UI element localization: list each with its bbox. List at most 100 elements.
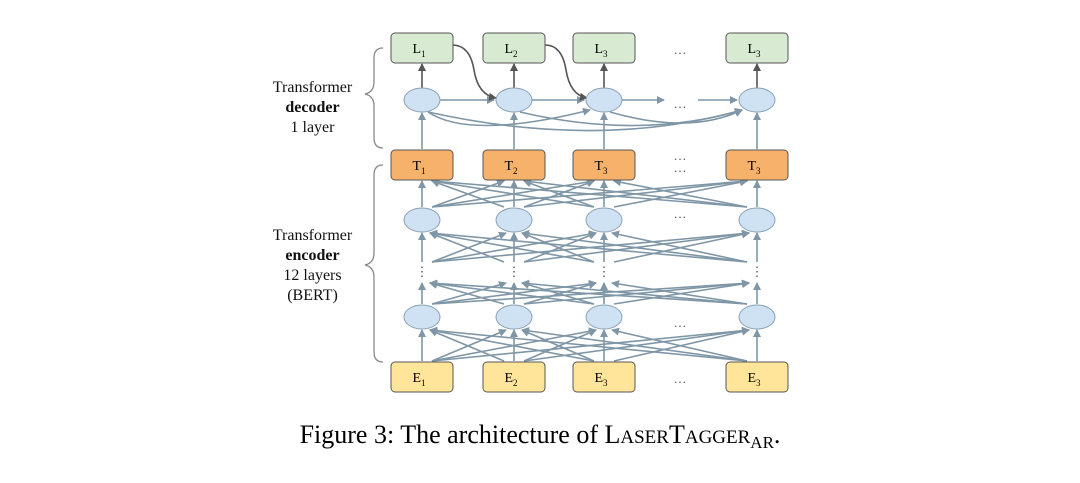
encoder-label-line3: 12 layers: [283, 267, 342, 284]
encoder-label-line4: (BERT): [287, 287, 338, 304]
encoder-brace: [364, 164, 384, 363]
embed-edge-3-0: [429, 326, 748, 362]
decoder-node-2: [585, 87, 623, 113]
decoder-node-3: [738, 87, 776, 113]
output-box-1: [482, 32, 546, 64]
vertical-ellipsis-1: ⋮: [508, 264, 521, 279]
feedback-arc-0: [451, 44, 497, 101]
enc-mid-low-edge-1-0: [429, 281, 505, 305]
output-ellipsis: …: [674, 42, 687, 57]
vertical-ellipsis-0: ⋮: [416, 264, 429, 279]
encoder-top-node-2: [585, 207, 623, 233]
encoder-bottom-node-0: [403, 304, 441, 330]
output-box-0: [390, 32, 454, 64]
output-label-0: L1: [412, 42, 425, 59]
caption-name-sub: AR: [750, 433, 774, 452]
enc-mid-low-edge-3-2: [611, 280, 748, 305]
architecture-diagram: L1T1E1⋮L2T2E2⋮L3T3E3⋮L3T3E3⋮…………………: [364, 32, 789, 393]
caption-name-agger: AGGER: [684, 427, 751, 448]
tag-ellipsis-bottom: …: [674, 160, 687, 175]
enc-mid-high-edge-3-0: [429, 229, 748, 263]
encoder-top-node-0: [403, 207, 441, 233]
output-box-2: [572, 32, 636, 64]
decoder-ellipsis: …: [674, 96, 687, 111]
embed-edge-1-0: [429, 329, 505, 362]
tag-edge-3-1: [523, 177, 748, 208]
embedding-ellipsis: …: [674, 371, 687, 386]
tag-ellipsis-top: …: [674, 148, 687, 163]
tag-box-3: [725, 149, 789, 181]
encoder-label: Transformer encoder 12 layers (BERT): [255, 226, 370, 306]
embedding-label-0: E1: [412, 371, 425, 388]
enc-mid-low-edge-3-0: [429, 279, 748, 305]
decoder-label-line2: decoder: [285, 99, 340, 116]
vertical-ellipsis-2: ⋮: [598, 264, 611, 279]
encoder-bottom-ellipsis: …: [674, 315, 687, 330]
decoder-node-0: [403, 87, 441, 113]
tag-edge-3-2: [613, 178, 748, 208]
tag-label-1: T2: [504, 159, 517, 176]
tag-box-0: [390, 149, 454, 181]
caption-suffix: .: [773, 420, 781, 449]
embed-edge-3-2: [611, 327, 748, 362]
decoder-label-line3: 1 layer: [290, 119, 335, 136]
enc-mid-high-edge-2-1: [521, 231, 595, 263]
caption-prefix: Figure 3: The architecture of: [299, 420, 605, 449]
decoder-brace: [364, 47, 384, 149]
enc-mid-high-edge-2-0: [429, 230, 595, 263]
encoder-label-line2: encoder: [285, 247, 340, 264]
enc-mid-high-edge-3-2: [611, 230, 748, 263]
embedding-label-2: E3: [594, 371, 608, 388]
caption-name-L: L: [604, 420, 621, 449]
diagram-edges: [418, 44, 761, 362]
tag-edge-1-0: [431, 179, 505, 208]
tag-label-3: T3: [747, 159, 761, 176]
output-box-3: [725, 32, 789, 64]
layer-braces: [364, 47, 384, 363]
tag-label-2: T3: [594, 159, 608, 176]
embed-edge-2-0: [429, 327, 595, 362]
tag-label-0: T1: [412, 159, 425, 176]
encoder-top-node-1: [495, 207, 533, 233]
embedding-label-1: E2: [504, 371, 517, 388]
enc-mid-low-edge-3-1: [521, 279, 748, 305]
decoder-label: Transformer decoder 1 layer: [255, 78, 370, 138]
vertical-ellipsis-3: ⋮: [751, 264, 764, 279]
output-label-3: L3: [747, 42, 761, 59]
encoder-bottom-node-2: [585, 304, 623, 330]
diagram-texts: L1T1E1⋮L2T2E2⋮L3T3E3⋮L3T3E3⋮…………………: [412, 42, 763, 388]
embed-edge-3-1: [521, 326, 748, 362]
encoder-bottom-node-3: [738, 304, 776, 330]
decoder-arc-0: [427, 107, 591, 127]
figure-caption: Figure 3: The architecture of LASERTAGGE…: [0, 420, 1080, 453]
enc-mid-low-edge-2-1: [521, 281, 595, 305]
tag-box-1: [482, 149, 546, 181]
tag-box-2: [572, 149, 636, 181]
encoder-top-ellipsis: …: [674, 206, 687, 221]
tag-edge-3-0: [431, 177, 748, 208]
encoder-label-line1: Transformer: [272, 227, 353, 244]
embed-edge-2-1: [521, 329, 595, 362]
decoder-arc-3: [609, 109, 743, 124]
embedding-box-3: [725, 361, 789, 393]
encoder-top-node-3: [738, 207, 776, 233]
enc-mid-high-edge-3-1: [521, 229, 748, 263]
decoder-arc-2: [519, 108, 743, 127]
caption-name-aser: ASER: [620, 427, 669, 448]
embedding-box-0: [390, 361, 454, 393]
feedback-arc-1: [544, 44, 588, 101]
enc-mid-high-edge-1-0: [429, 231, 505, 263]
output-label-2: L3: [594, 42, 608, 59]
output-label-1: L2: [504, 42, 517, 59]
caption-name-T: T: [668, 420, 685, 449]
embedding-box-1: [482, 361, 546, 393]
decoder-label-line1: Transformer: [272, 79, 353, 96]
decoder-node-1: [495, 87, 533, 113]
tag-edge-2-1: [523, 179, 595, 208]
enc-mid-low-edge-2-0: [429, 279, 595, 305]
tag-edge-2-0: [431, 178, 595, 208]
diagram-nodes: [390, 32, 789, 393]
embedding-label-3: E3: [747, 371, 761, 388]
encoder-bottom-node-1: [495, 304, 533, 330]
embedding-box-2: [572, 361, 636, 393]
